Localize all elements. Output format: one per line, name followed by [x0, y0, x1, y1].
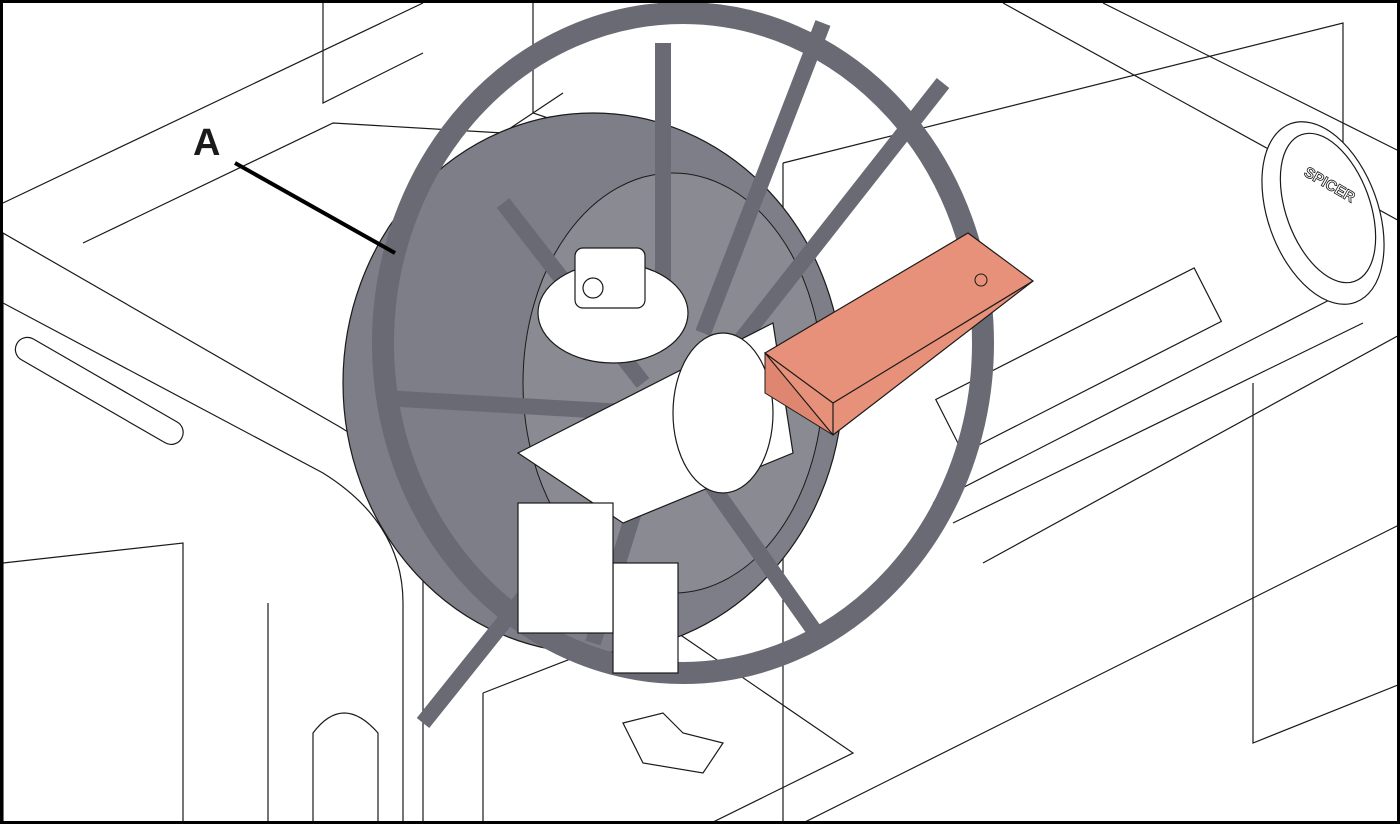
callout-leader-line	[234, 161, 396, 255]
brake-mechanism	[516, 247, 794, 774]
left-housing	[3, 232, 424, 821]
callout-label: A	[193, 122, 220, 164]
highlighted-component	[764, 232, 1034, 436]
background-frame-lines	[3, 3, 1397, 821]
drawing-canvas: SPICER A	[3, 3, 1397, 821]
callout-a: A	[193, 122, 396, 255]
axle-hub: SPICER	[1261, 121, 1385, 305]
